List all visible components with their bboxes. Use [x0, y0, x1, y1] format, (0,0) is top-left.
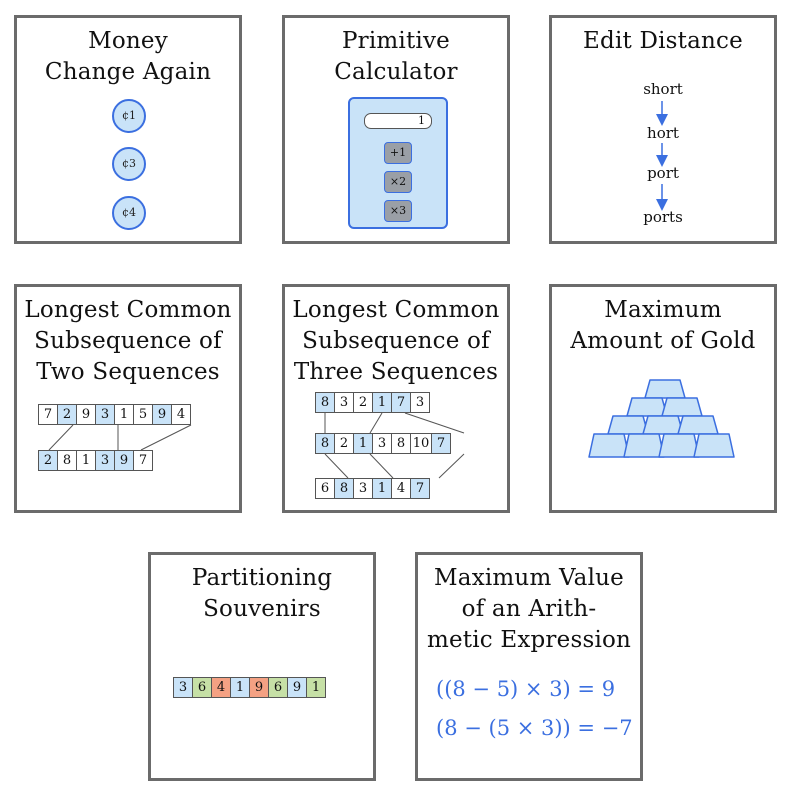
title-line: Edit Distance [583, 28, 743, 54]
seq-cell: 9 [152, 404, 172, 425]
title-line: Maximum Value [434, 565, 624, 591]
souvenir-cell: 9 [249, 677, 269, 698]
title-line: Calculator [334, 59, 458, 85]
seq-cell: 9 [76, 404, 96, 425]
title-line: Two Sequences [36, 359, 220, 385]
calculator-button-times2: ×2 [384, 171, 412, 193]
seq-cell: 4 [171, 404, 191, 425]
title-line: Maximum [604, 297, 722, 323]
seq-cell: 7 [38, 404, 58, 425]
seq-cell: 3 [410, 392, 430, 413]
seq-cell: 10 [410, 433, 432, 454]
souvenir-cell: 1 [230, 677, 250, 698]
seq-cell: 2 [38, 450, 58, 471]
seq-cell: 3 [95, 450, 115, 471]
edit-word: hort [647, 124, 679, 142]
title-line: Subsequence of [302, 328, 490, 354]
edit-word: port [647, 164, 679, 182]
lcs2-links [48, 424, 192, 451]
seq-cell: 1 [372, 392, 392, 413]
expression: (8 − (5 × 3)) = −7 [436, 716, 633, 740]
sequence-b: 2 8 1 3 9 7 [38, 450, 153, 471]
card-lcs-two-sequences: Longest Common Subsequence of Two Sequen… [14, 284, 242, 513]
calculator-display: 1 [364, 113, 432, 129]
seq-cell: 3 [372, 433, 392, 454]
seq-cell: 1 [76, 450, 96, 471]
seq-cell: 7 [431, 433, 451, 454]
title-line: Partitioning [191, 565, 333, 591]
seq-cell: 2 [57, 404, 77, 425]
card-title: Longest Common Subsequence of Three Sequ… [285, 295, 507, 388]
calculator-button-plus1: +1 [384, 142, 412, 164]
gold-bars-icon [588, 379, 735, 458]
card-maximum-amount-of-gold: Maximum Amount of Gold [549, 284, 777, 513]
seq-cell: 1 [114, 404, 134, 425]
title-line: Three Sequences [293, 359, 499, 385]
souvenir-cell: 6 [268, 677, 288, 698]
edit-word: ports [643, 208, 683, 226]
souvenir-cell: 4 [211, 677, 231, 698]
card-title: Edit Distance [552, 26, 774, 57]
sequence-a: 7 2 9 3 1 5 9 4 [38, 404, 191, 425]
seq-cell: 5 [133, 404, 153, 425]
coin-icon: ¢1 [112, 99, 146, 133]
title-line: Money [88, 28, 168, 54]
seq-cell: 1 [372, 478, 392, 499]
souvenir-cell: 9 [287, 677, 307, 698]
card-title: Money Change Again [17, 26, 239, 88]
card-maximum-value-arithmetic-expression: Maximum Value of an Arith- metic Express… [415, 552, 643, 781]
coin-icon: ¢4 [112, 196, 146, 230]
calculator-button-times3: ×3 [384, 200, 412, 222]
seq-cell: 9 [114, 450, 134, 471]
sequence-c: 6 8 3 1 4 7 [315, 478, 430, 499]
card-title: Maximum Value of an Arith- metic Express… [418, 563, 640, 656]
sequence-b: 8 2 1 3 8 10 7 [315, 433, 451, 454]
card-title: Partitioning Souvenirs [151, 563, 373, 625]
title-line: Souvenirs [203, 596, 321, 622]
seq-cell: 7 [391, 392, 411, 413]
card-lcs-three-sequences: Longest Common Subsequence of Three Sequ… [282, 284, 510, 513]
title-line: Amount of Gold [570, 328, 756, 354]
seq-cell: 8 [334, 478, 354, 499]
seq-cell: 3 [334, 392, 354, 413]
souvenir-cell: 3 [173, 677, 193, 698]
sequence-a: 8 3 2 1 7 3 [315, 392, 430, 413]
seq-cell: 7 [133, 450, 153, 471]
expression: ((8 − 5) × 3) = 9 [436, 677, 616, 701]
title-line: Primitive [342, 28, 450, 54]
seq-cell: 2 [353, 392, 373, 413]
title-line: Change Again [44, 59, 212, 85]
seq-cell: 8 [315, 433, 335, 454]
title-line: of an Arith- [461, 596, 597, 622]
card-money-change-again: Money Change Again ¢1 ¢3 ¢4 [14, 15, 242, 244]
coin-icon: ¢3 [112, 147, 146, 181]
card-title: Primitive Calculator [285, 26, 507, 88]
title-line: Longest Common [292, 297, 500, 323]
edit-word: short [643, 80, 683, 98]
seq-cell: 3 [353, 478, 373, 499]
edit-arrows [656, 101, 668, 211]
card-partitioning-souvenirs: Partitioning Souvenirs 3 6 4 1 9 6 9 1 [148, 552, 376, 781]
souvenir-items: 3 6 4 1 9 6 9 1 [173, 677, 326, 698]
calculator-icon: 1 +1 ×2 ×3 [348, 97, 448, 229]
lcs3-links [324, 412, 465, 479]
seq-cell: 8 [315, 392, 335, 413]
title-line: Subsequence of [34, 328, 222, 354]
card-title: Maximum Amount of Gold [552, 295, 774, 357]
seq-cell: 6 [315, 478, 335, 499]
souvenir-cell: 6 [192, 677, 212, 698]
card-edit-distance: Edit Distance short hort port ports [549, 15, 777, 244]
seq-cell: 3 [95, 404, 115, 425]
seq-cell: 1 [353, 433, 373, 454]
seq-cell: 4 [391, 478, 411, 499]
souvenir-cell: 1 [306, 677, 326, 698]
seq-cell: 8 [57, 450, 77, 471]
seq-cell: 2 [334, 433, 354, 454]
card-title: Longest Common Subsequence of Two Sequen… [17, 295, 239, 388]
card-primitive-calculator: Primitive Calculator 1 +1 ×2 ×3 [282, 15, 510, 244]
title-line: metic Expression [426, 627, 632, 653]
title-line: Longest Common [24, 297, 232, 323]
seq-cell: 8 [391, 433, 411, 454]
seq-cell: 7 [410, 478, 430, 499]
